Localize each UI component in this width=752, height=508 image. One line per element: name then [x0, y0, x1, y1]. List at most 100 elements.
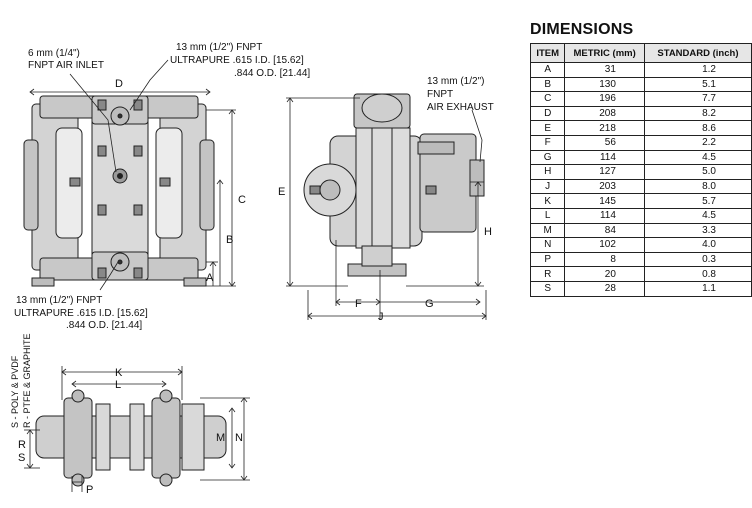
cell-metric: 145: [564, 193, 645, 209]
dim-letter-c: C: [238, 194, 246, 206]
cell-standard: 8.2: [643, 105, 752, 122]
cell-metric: 114: [564, 207, 645, 224]
cell-metric: 20: [564, 266, 645, 282]
cell-metric: 208: [564, 105, 645, 122]
cell-metric: 218: [564, 120, 645, 136]
cell-metric: 84: [564, 222, 645, 239]
top-port-callout-line1: 13 mm (1/2") FNPT: [176, 42, 263, 53]
dim-letter-n: N: [235, 432, 243, 444]
cell-item: S: [529, 280, 566, 297]
cell-standard: 4.5: [643, 207, 752, 224]
dimensions-header-row: ITEM METRIC (mm) STANDARD (inch): [529, 43, 752, 63]
cell-standard: 5.0: [643, 164, 752, 180]
exhaust-callout-line3: AIR EXHAUST: [427, 102, 494, 113]
cell-standard: 1.2: [643, 62, 752, 78]
cell-standard: 5.7: [643, 193, 752, 209]
cell-standard: 5.1: [643, 76, 752, 93]
cell-item: L: [529, 207, 566, 224]
air-inlet-callout-line1: 6 mm (1/4"): [28, 48, 80, 59]
dim-letter-p: P: [86, 484, 94, 496]
air-inlet-callout-line2: FNPT AIR INLET: [28, 60, 104, 71]
cell-metric: 196: [564, 91, 645, 107]
cell-metric: 203: [564, 178, 645, 195]
cell-item: C: [529, 91, 566, 107]
cell-item: D: [529, 105, 566, 122]
cell-item: H: [529, 164, 566, 180]
dim-letter-g: G: [425, 298, 434, 310]
dim-letter-m: M: [216, 432, 226, 444]
cell-item: J: [529, 178, 566, 195]
cell-item: M: [529, 222, 566, 239]
cell-item: K: [529, 193, 566, 209]
cell-item: P: [529, 251, 566, 268]
dim-letter-s: S: [18, 452, 26, 464]
exhaust-callout-line2: FNPT: [427, 89, 454, 100]
cell-metric: 130: [564, 76, 645, 93]
dim-letter-a: A: [206, 272, 214, 284]
material-label-s: S - POLY & PVDF: [10, 355, 20, 428]
header-metric: METRIC (mm): [564, 43, 645, 63]
header-standard: STANDARD (inch): [643, 43, 752, 63]
front-body-center: [91, 117, 149, 259]
dim-letter-b: B: [226, 234, 234, 246]
dim-letter-e: E: [278, 186, 286, 198]
dim-letter-k: K: [115, 367, 123, 379]
cell-standard: 2.2: [643, 134, 752, 151]
cell-standard: 4.0: [643, 237, 752, 253]
dim-letter-f: F: [355, 298, 362, 310]
top-port-callout-line3: .844 O.D. [21.44]: [234, 68, 311, 79]
exhaust-callout-line1: 13 mm (1/2"): [427, 76, 485, 87]
cell-metric: 114: [564, 149, 645, 166]
cell-standard: 7.7: [643, 91, 752, 107]
cell-standard: 8.6: [643, 120, 752, 136]
cell-standard: 0.3: [643, 251, 752, 268]
cell-metric: 102: [564, 237, 645, 253]
dim-letter-h: H: [484, 226, 492, 238]
cell-standard: 3.3: [643, 222, 752, 239]
cell-standard: 8.0: [643, 178, 752, 195]
top-port-callout-line2: ULTRAPURE .615 I.D. [15.62]: [170, 55, 304, 66]
cell-item: N: [529, 237, 566, 253]
cell-metric: 8: [564, 251, 645, 268]
bottom-port-callout-line2: ULTRAPURE .615 I.D. [15.62]: [14, 308, 148, 319]
cell-metric: 127: [564, 164, 645, 180]
dim-letter-j: J: [378, 311, 384, 323]
cell-item: R: [529, 266, 566, 282]
side-exhaust-port: [469, 159, 485, 197]
header-item: ITEM: [529, 43, 566, 63]
cell-standard: 1.1: [643, 280, 752, 297]
dim-letter-d: D: [115, 78, 123, 90]
dim-letter-l: L: [115, 379, 122, 391]
cell-metric: 31: [564, 62, 645, 78]
cell-item: A: [529, 62, 566, 78]
dim-letter-r: R: [18, 439, 26, 451]
bottom-port-callout-line1: 13 mm (1/2") FNPT: [16, 295, 103, 306]
cell-item: G: [529, 149, 566, 166]
cell-item: E: [529, 120, 566, 136]
dimensions-title: DIMENSIONS: [530, 21, 634, 38]
cell-standard: 4.5: [643, 149, 752, 166]
bottom-port-callout-line3: .844 O.D. [21.44]: [66, 320, 143, 331]
cell-item: F: [529, 134, 566, 151]
cell-standard: 0.8: [643, 266, 752, 282]
material-label-r: R - PTFE & GRAPHITE: [22, 333, 32, 428]
cell-item: B: [529, 76, 566, 93]
